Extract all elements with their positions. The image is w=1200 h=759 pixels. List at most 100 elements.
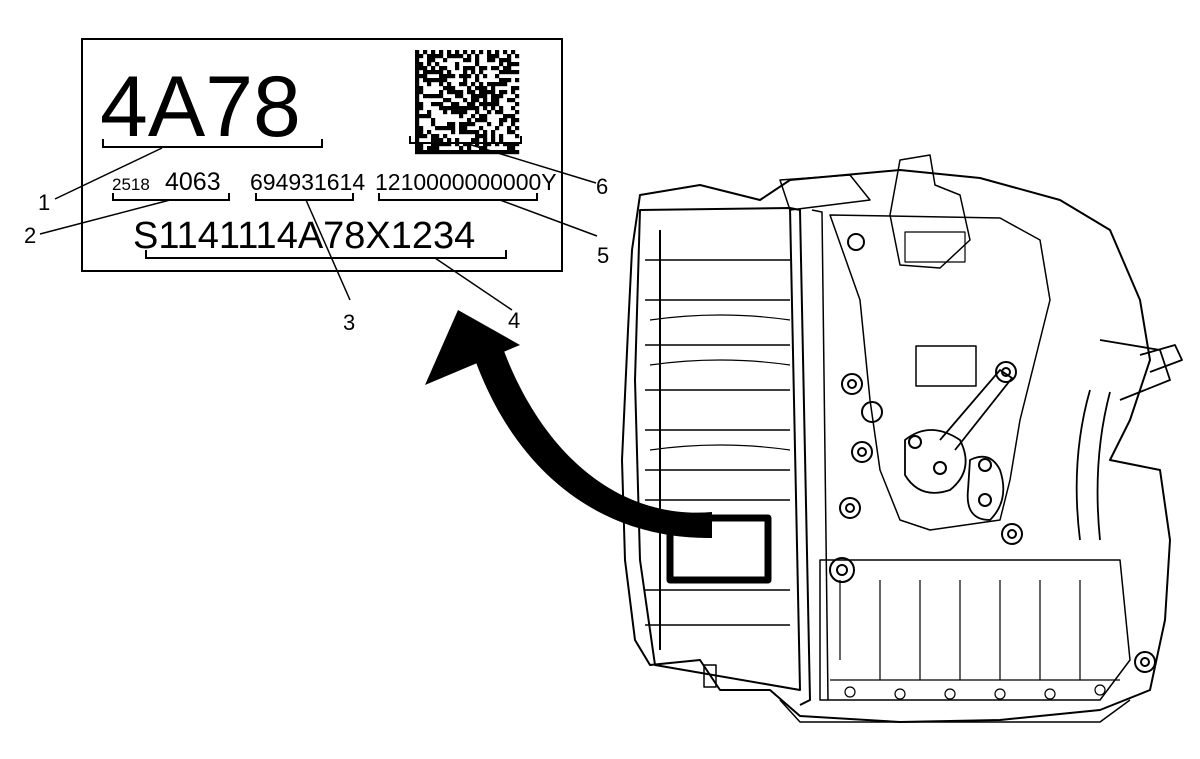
arrow-head — [425, 310, 520, 385]
barcode-module — [451, 90, 456, 95]
barcode-module — [435, 54, 440, 59]
barcode-module — [439, 94, 444, 99]
pan-bolts — [844, 684, 1106, 700]
barcode-module — [419, 102, 424, 107]
barcode-module — [447, 98, 452, 103]
barcode-module — [503, 78, 508, 83]
barcode-module — [463, 78, 468, 83]
case-outline — [621, 169, 1171, 723]
barcode-module — [459, 122, 464, 127]
barcode-module — [443, 134, 448, 139]
callout-3: 3 — [343, 310, 355, 335]
barcode-module — [419, 150, 424, 155]
barcode-module — [415, 66, 420, 71]
barcode-module — [455, 54, 460, 59]
barcode-module — [467, 118, 472, 123]
barcode-module — [431, 146, 436, 151]
barcode-module — [463, 130, 468, 135]
barcode-module — [503, 142, 508, 147]
barcode-module — [467, 86, 472, 91]
barcode-module — [475, 118, 480, 123]
barcode-module — [487, 122, 492, 127]
barcode-module — [419, 90, 424, 95]
barcode-module — [443, 78, 448, 83]
barcode-module — [451, 110, 456, 115]
barcode-module — [467, 90, 472, 95]
barcode-module — [507, 130, 512, 135]
barcode-module — [503, 66, 508, 71]
barcode-module — [491, 98, 496, 103]
barcode-module — [431, 142, 436, 147]
barcode-module — [439, 142, 444, 147]
barcode-module — [479, 70, 484, 75]
barcode-module — [439, 106, 444, 111]
callout-2: 2 — [24, 223, 36, 248]
barcode-module — [419, 130, 424, 135]
barcode-module — [495, 126, 500, 131]
barcode-module — [423, 78, 428, 83]
barcode-module — [455, 142, 460, 147]
barcode-module — [415, 122, 420, 127]
barcode-module — [415, 102, 420, 107]
barcode-module — [451, 54, 456, 59]
barcode-module — [451, 122, 456, 127]
barcode-module — [431, 50, 436, 55]
barcode-module — [471, 90, 476, 95]
barcode-module — [447, 138, 452, 143]
barcode-module — [427, 58, 432, 63]
barcode-module — [419, 106, 424, 111]
barcode-module — [459, 94, 464, 99]
leader-lines — [39, 142, 598, 311]
barcode-module — [487, 58, 492, 63]
barcode-module — [475, 110, 480, 115]
barcode-module — [479, 82, 484, 87]
barcode-module — [471, 114, 476, 119]
barcode-module — [503, 82, 508, 87]
barcode-module — [471, 150, 476, 155]
barcode-module — [467, 66, 472, 71]
barcode-module — [483, 66, 488, 71]
barcode-module — [423, 150, 428, 155]
barcode-module — [415, 118, 420, 123]
barcode-module — [463, 126, 468, 131]
barcode-module — [435, 138, 440, 143]
barcode-module — [431, 102, 436, 107]
barcode-module — [503, 90, 508, 95]
barcode-module — [435, 78, 440, 83]
barcode-module — [447, 122, 452, 127]
barcode-module — [431, 134, 436, 139]
barcode-module — [443, 58, 448, 63]
barcode-module — [419, 126, 424, 131]
barcode-module — [435, 150, 440, 155]
barcode-module — [419, 86, 424, 91]
barcode-module — [419, 134, 424, 139]
barcode-module — [415, 90, 420, 95]
barcode-module — [439, 50, 444, 55]
barcode-module — [415, 126, 420, 131]
bracket-code — [378, 193, 538, 201]
barcode-module — [459, 90, 464, 95]
barcode-module — [423, 94, 428, 99]
barcode-module — [511, 98, 516, 103]
barcode-module — [511, 142, 516, 147]
barcode-module — [423, 134, 428, 139]
bracket-serial — [145, 250, 507, 259]
barcode-module — [483, 138, 488, 143]
leader-5 — [499, 199, 598, 237]
barcode-module — [455, 106, 460, 111]
barcode-module — [443, 126, 448, 131]
barcode-module — [515, 142, 520, 147]
barcode-module — [483, 142, 488, 147]
barcode-module — [459, 130, 464, 135]
barcode-module — [459, 74, 464, 79]
barcode-module — [459, 126, 464, 131]
date-prefix-text: 2518 — [112, 175, 150, 194]
barcode-module — [479, 50, 484, 55]
barcode-module — [507, 146, 512, 151]
barcode-module — [479, 102, 484, 107]
barcode-module — [483, 106, 488, 111]
barcode-module — [451, 150, 456, 155]
barcode-module — [467, 54, 472, 59]
barcode-module — [427, 146, 432, 151]
barcode-module — [439, 66, 444, 71]
